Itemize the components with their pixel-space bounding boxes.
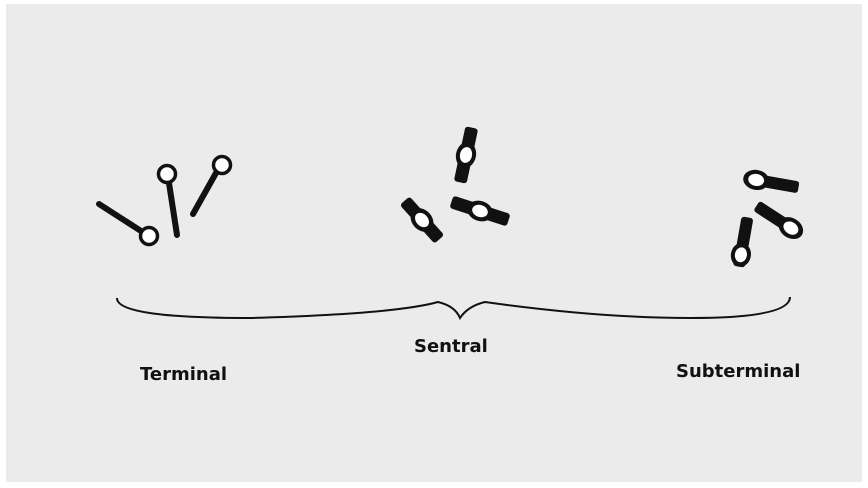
sentral-cell-3 [448, 192, 511, 230]
terminal-spore-group [99, 157, 231, 245]
subterminal-spore-group [729, 168, 807, 269]
subterminal-cell-2 [751, 197, 807, 243]
sentral-label: Sentral [414, 336, 488, 357]
terminal-cell-2 [159, 166, 178, 236]
subterminal-label: Subterminal [676, 361, 800, 382]
grouping-brace [117, 297, 790, 318]
subterminal-cell-1 [742, 168, 801, 197]
sentral-cell-2 [397, 194, 447, 246]
subterminal-cell-3 [729, 216, 757, 269]
sentral-spore-group [397, 126, 511, 246]
terminal-label: Terminal [140, 364, 227, 385]
terminal-cell-1 [99, 204, 158, 245]
terminal-cell-3 [193, 157, 231, 215]
sentral-cell-1 [450, 126, 481, 185]
